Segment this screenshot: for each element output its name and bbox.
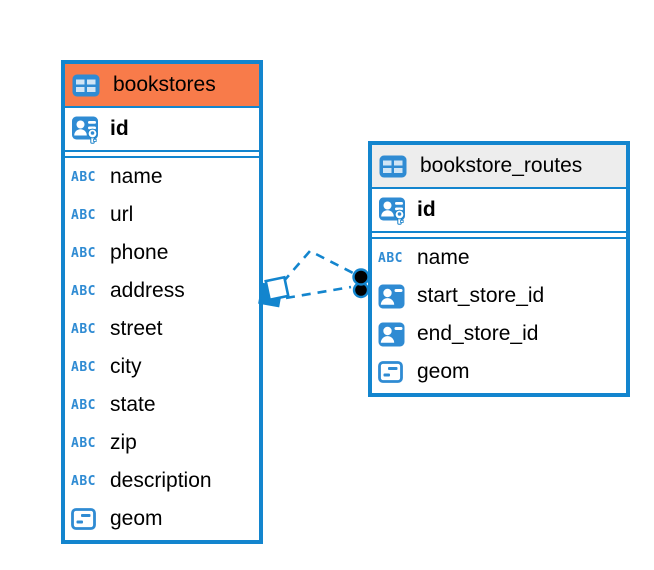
table-title: bookstores [113, 73, 216, 96]
geometry-icon [71, 508, 103, 530]
table-title: bookstore_routes [420, 154, 583, 177]
column-row-zip[interactable]: ABC zip [65, 424, 259, 462]
column-row-end_store_id[interactable]: end_store_id [372, 315, 626, 353]
text-icon: ABC [71, 473, 96, 489]
column-name: geom [110, 507, 163, 530]
text-icon: ABC [71, 359, 96, 375]
column-name: state [110, 393, 156, 416]
text-icon: ABC [71, 283, 96, 299]
one-end-dot-marker [352, 268, 370, 299]
column-name: zip [110, 431, 137, 454]
column-row-id[interactable]: id [372, 189, 626, 231]
column-row-geom[interactable]: geom [65, 500, 259, 538]
foreign-key-icon [378, 284, 410, 309]
column-row-city[interactable]: ABC city [65, 348, 259, 386]
text-icon: ABC [71, 435, 96, 451]
column-row-state[interactable]: ABC state [65, 386, 259, 424]
column-name: city [110, 355, 142, 378]
column-row-name[interactable]: ABC name [65, 158, 259, 196]
section-separator [65, 150, 259, 158]
primary-key-icon [378, 195, 410, 225]
column-row-address[interactable]: ABC address [65, 272, 259, 310]
column-row-description[interactable]: ABC description [65, 462, 259, 500]
column-name: description [110, 469, 212, 492]
column-row-start_store_id[interactable]: start_store_id [372, 277, 626, 315]
text-icon: ABC [71, 207, 96, 223]
text-icon: ABC [71, 397, 96, 413]
column-name: street [110, 317, 163, 340]
column-row-geom[interactable]: geom [372, 353, 626, 391]
text-icon: ABC [71, 321, 96, 337]
column-row-street[interactable]: ABC street [65, 310, 259, 348]
section-separator [372, 231, 626, 239]
table-icon [379, 155, 411, 178]
column-name: address [110, 279, 185, 302]
column-name: url [110, 203, 134, 226]
column-row-name[interactable]: ABC name [372, 239, 626, 277]
primary-key-icon [71, 114, 103, 144]
table-header[interactable]: bookstore_routes [372, 145, 626, 189]
column-name: geom [417, 360, 470, 383]
column-name: id [417, 198, 436, 221]
relationship-line[interactable] [285, 285, 352, 300]
geometry-icon [378, 361, 410, 383]
many-end-diamond-marker [258, 275, 290, 308]
column-row-url[interactable]: ABC url [65, 196, 259, 234]
column-name: phone [110, 241, 169, 264]
relationship-line[interactable] [282, 249, 354, 283]
column-name: start_store_id [417, 284, 545, 307]
foreign-key-icon [378, 322, 410, 347]
column-row-id[interactable]: id [65, 108, 259, 150]
column-row-phone[interactable]: ABC phone [65, 234, 259, 272]
column-name: name [417, 246, 470, 269]
column-name: end_store_id [417, 322, 539, 345]
text-icon: ABC [378, 250, 403, 266]
column-name: name [110, 165, 163, 188]
column-name: id [110, 117, 129, 140]
table-header[interactable]: bookstores [65, 64, 259, 108]
text-icon: ABC [71, 169, 96, 185]
table-icon [72, 74, 104, 97]
text-icon: ABC [71, 245, 96, 261]
